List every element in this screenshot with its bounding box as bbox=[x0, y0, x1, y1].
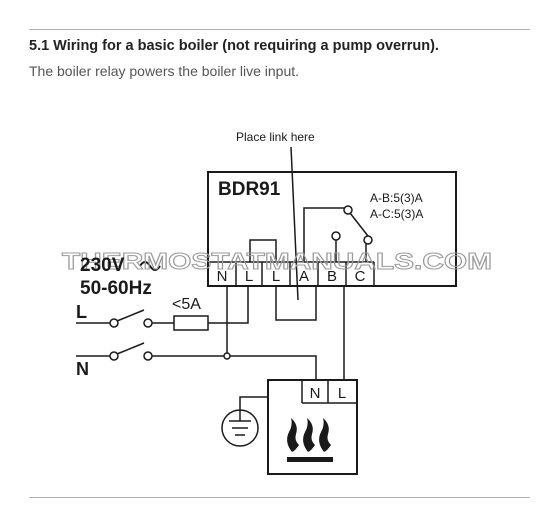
supply-frequency: 50-60Hz bbox=[80, 278, 152, 299]
live-wire bbox=[208, 286, 249, 324]
neutral-label: N bbox=[76, 359, 89, 379]
top-divider bbox=[29, 29, 530, 30]
relay-terminal-label: B bbox=[327, 268, 337, 285]
wire-link bbox=[275, 286, 317, 321]
boiler-terminal-label: N bbox=[310, 385, 321, 402]
relay-rating-ab: A-B:5(3)A bbox=[370, 191, 423, 205]
relay-terminal-label: L bbox=[272, 268, 280, 285]
relay-coil bbox=[249, 239, 277, 262]
watermark: THERMOSTATMANUALS.COM bbox=[62, 248, 492, 274]
link-callout-leader bbox=[290, 146, 299, 301]
boiler-box bbox=[267, 379, 358, 475]
contact-a bbox=[343, 205, 353, 215]
boiler-flame-icon bbox=[287, 418, 333, 462]
ac-wave-icon bbox=[139, 261, 161, 271]
live-switch-contact bbox=[143, 318, 153, 328]
earth-ground-icon bbox=[221, 409, 259, 447]
relay-rating-ac: A-C:5(3)A bbox=[370, 207, 423, 221]
section-description: The boiler relay powers the boiler live … bbox=[29, 63, 300, 79]
relay-terminal-label: L bbox=[245, 268, 253, 285]
contact-arm bbox=[349, 212, 369, 237]
neutral-junction bbox=[223, 352, 231, 360]
fuse bbox=[173, 315, 209, 331]
fuse-rating: <5A bbox=[172, 296, 201, 313]
relay-terminal-label: N bbox=[217, 268, 228, 285]
bottom-divider bbox=[29, 497, 530, 498]
relay-name: BDR91 bbox=[218, 179, 281, 200]
neutral-switch-contact bbox=[109, 351, 119, 361]
live-label: L bbox=[76, 302, 87, 322]
contact-a-wire bbox=[303, 207, 344, 262]
boiler-terminal-label: L bbox=[338, 385, 346, 402]
supply-voltage: 230V bbox=[80, 255, 125, 276]
section-title: 5.1 Wiring for a basic boiler (not requi… bbox=[29, 38, 439, 54]
earth-wire bbox=[239, 396, 268, 410]
contact-c bbox=[363, 235, 373, 245]
relay-terminal-label: A bbox=[299, 268, 309, 285]
neutral-switch-blade bbox=[116, 342, 145, 355]
neutral-switch-contact bbox=[143, 351, 153, 361]
contact-b bbox=[331, 231, 341, 241]
neutral-to-boiler-wire bbox=[230, 355, 317, 380]
relay-terminal-label: C bbox=[355, 268, 366, 285]
link-callout: Place link here bbox=[236, 130, 315, 144]
live-switch-contact bbox=[109, 318, 119, 328]
live-switch-blade bbox=[116, 309, 145, 322]
relay-box bbox=[207, 171, 457, 287]
